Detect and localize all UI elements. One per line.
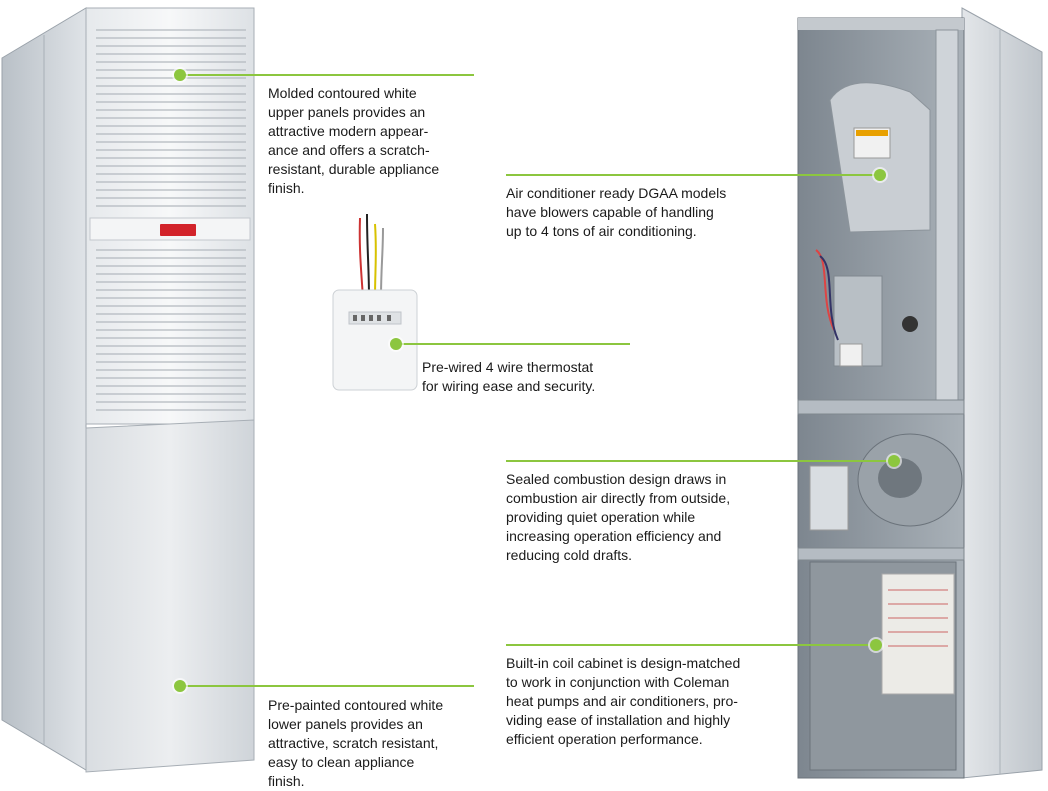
- leader-coil-cabinet: [506, 644, 876, 646]
- thermostat-illustration: [332, 213, 418, 391]
- dot-blower: [874, 169, 886, 181]
- callout-coil-cabinet: Built-in coil cabinet is design-matched …: [506, 655, 741, 747]
- callout-upper-panels: Molded contoured white upper panels prov…: [268, 85, 440, 196]
- dot-lower-panels: [174, 680, 186, 692]
- leader-combustion: [506, 460, 894, 462]
- furnace-interior-illustration: [797, 7, 1043, 779]
- dot-thermostat: [390, 338, 402, 350]
- leader-upper-panels: [180, 74, 474, 76]
- dot-coil-cabinet: [870, 639, 882, 651]
- furnace-front-illustration: [1, 7, 255, 773]
- callout-blower: Air conditioner ready DGAA models have b…: [506, 185, 727, 239]
- dot-combustion: [888, 455, 900, 467]
- callout-thermostat: Pre-wired 4 wire thermostat for wiring e…: [422, 359, 596, 394]
- leader-blower: [506, 174, 880, 176]
- dot-upper-panels: [174, 69, 186, 81]
- leader-lower-panels: [180, 685, 474, 687]
- callout-combustion: Sealed combustion design draws in combus…: [506, 471, 731, 563]
- callout-lower-panels: Pre-painted contoured white lower panels…: [268, 697, 444, 789]
- leader-thermostat: [396, 343, 630, 345]
